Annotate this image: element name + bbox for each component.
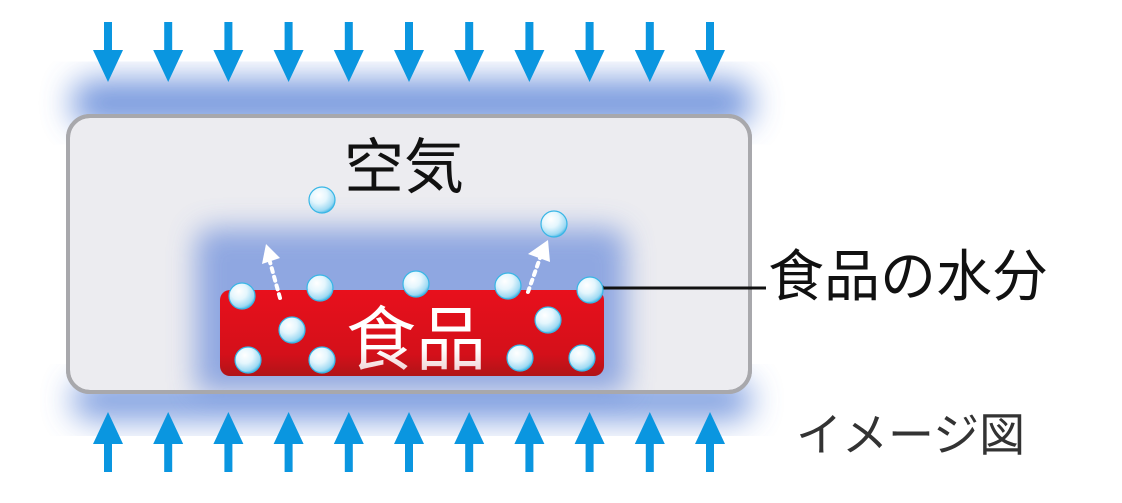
down-arrow-icon [394, 22, 424, 82]
top-arrow-row [93, 22, 725, 82]
down-arrow-icon [454, 22, 485, 82]
up-arrow-icon [153, 412, 184, 472]
up-arrow-icon [273, 412, 304, 472]
up-arrow-icon [574, 412, 605, 472]
down-arrow-icon [153, 22, 184, 82]
up-arrow-icon [514, 412, 545, 472]
evaporation-arrow-right [526, 240, 550, 294]
water-droplet-icon [506, 344, 534, 372]
up-arrow-icon [634, 412, 665, 472]
up-arrow-icon [394, 412, 424, 472]
water-droplet-icon [308, 346, 336, 374]
image-note-label: イメージ図 [796, 408, 1026, 462]
food-moisture-label: 食品の水分 [768, 245, 1048, 310]
down-arrow-icon [93, 22, 123, 82]
up-arrow-icon [213, 412, 244, 472]
water-droplet-icon [568, 344, 596, 372]
water-droplet-icon [234, 346, 262, 374]
down-arrow-icon [574, 22, 605, 82]
water-droplet-icon [540, 210, 568, 238]
water-droplet-icon [576, 276, 604, 304]
water-droplet-icon [494, 272, 522, 300]
water-droplet-icon [308, 186, 336, 214]
droplet-group [228, 186, 604, 374]
up-arrow-icon [333, 412, 364, 472]
air-label: 空気 [344, 133, 464, 203]
up-arrow-icon [695, 412, 725, 472]
water-droplet-icon [402, 270, 430, 298]
down-arrow-icon [634, 22, 665, 82]
down-arrow-icon [514, 22, 545, 82]
water-droplet-icon [306, 274, 334, 302]
water-droplet-icon [228, 282, 256, 310]
down-arrow-icon [333, 22, 364, 82]
evaporation-arrow-left [262, 244, 282, 300]
up-arrow-icon [93, 412, 123, 472]
water-droplet-icon [278, 316, 306, 344]
bottom-arrow-row [93, 412, 725, 472]
water-droplet-icon [534, 306, 562, 334]
down-arrow-icon [273, 22, 304, 82]
down-arrow-icon [213, 22, 244, 82]
down-arrow-icon [695, 22, 725, 82]
food-label: 食品 [346, 299, 486, 381]
up-arrow-icon [454, 412, 485, 472]
